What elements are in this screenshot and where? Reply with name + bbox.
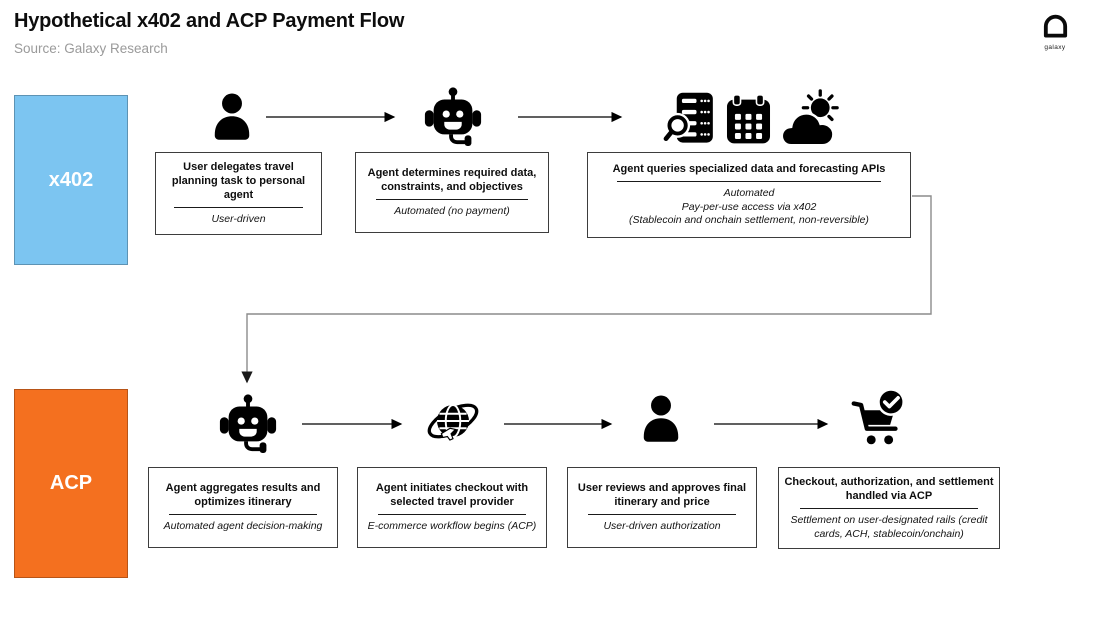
globe-plane-icon	[422, 390, 484, 452]
divider	[174, 207, 303, 209]
lane-acp-label: ACP	[49, 472, 93, 494]
step-subtext: Automated (no payment)	[394, 205, 510, 218]
step-subtext: Pay-per-use access via x402	[681, 200, 817, 213]
step-subtext: Automated	[723, 187, 775, 200]
divider	[799, 508, 979, 510]
step-subtext: Automated agent decision-making	[163, 520, 323, 533]
divider	[588, 514, 736, 516]
step-title: Agent aggregates results and optimizes i…	[165, 482, 321, 509]
step-title: Agent queries specialized data and forec…	[612, 163, 886, 175]
step-box-agent-checkout: Agent initiates checkout with selected t…	[357, 467, 547, 548]
divider	[617, 181, 881, 183]
step-title: User reviews and approves final itinerar…	[577, 482, 747, 509]
robot-headset-icon	[422, 85, 484, 147]
galaxy-helmet-icon	[1043, 14, 1067, 38]
step-title: Checkout, authorization, and settlement …	[784, 476, 994, 503]
lane-x402: x402	[14, 95, 128, 265]
lane-x402-label: x402	[48, 168, 94, 191]
calendar-icon	[723, 94, 774, 145]
divider	[378, 514, 526, 516]
step-title: Agent determines required data, constrai…	[367, 167, 537, 194]
user-icon	[203, 89, 261, 147]
cart-check-icon	[847, 388, 909, 450]
step-subtext: (Stablecoin and onchain settlement, non-…	[629, 214, 869, 227]
galaxy-logo: galaxy	[1038, 13, 1072, 51]
step-box-agent-aggregates: Agent aggregates results and optimizes i…	[148, 467, 338, 548]
lane-acp: ACP	[14, 389, 128, 578]
step-subtext: User-driven authorization	[603, 520, 721, 533]
robot-headset-icon	[217, 392, 279, 454]
step-box-settlement-acp: Checkout, authorization, and settlement …	[778, 467, 1000, 550]
divider	[376, 199, 528, 201]
step-title: Agent initiates checkout with selected t…	[375, 482, 529, 509]
step-subtext: User-driven	[211, 213, 266, 226]
step-box-agent-queries-apis: Agent queries specialized data and forec…	[587, 152, 911, 238]
galaxy-logo-label: galaxy	[1044, 44, 1066, 51]
cloud-sun-icon	[779, 89, 839, 149]
page-title: Hypothetical x402 and ACP Payment Flow	[14, 10, 405, 32]
divider	[169, 514, 317, 516]
user-icon	[632, 391, 690, 449]
source-note: Source: Galaxy Research	[14, 41, 168, 56]
step-subtext: E-commerce workflow begins (ACP)	[367, 520, 537, 533]
step-box-delegate-task: User delegates travel planning task to p…	[155, 152, 322, 235]
step-title: User delegates travel planning task to p…	[171, 161, 306, 202]
step-subtext: Settlement on user-designated rails (cre…	[790, 514, 988, 540]
step-box-user-reviews: User reviews and approves final itinerar…	[567, 467, 757, 548]
server-search-icon	[660, 91, 718, 146]
step-box-agent-determines: Agent determines required data, constrai…	[355, 152, 549, 233]
